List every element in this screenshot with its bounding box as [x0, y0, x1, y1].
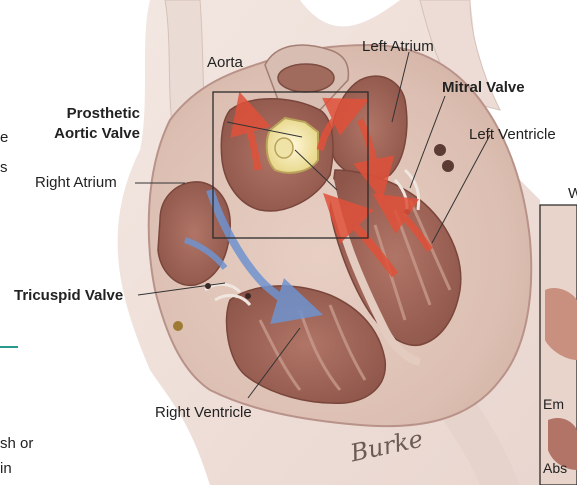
cropped-text-fragment: Em: [543, 397, 564, 411]
label-tricuspid-valve: Tricuspid Valve: [14, 288, 123, 303]
label-prosthetic-aortic-valve: Prosthetic Aortic Valve: [50, 104, 140, 144]
cropped-text-fragment: Abs: [543, 461, 567, 475]
label-left-atrium: Left Atrium: [362, 39, 434, 54]
label-mitral-valve: Mitral Valve: [442, 80, 525, 95]
label-right-atrium: Right Atrium: [35, 175, 117, 190]
label-aorta: Aorta: [207, 55, 243, 70]
label-right-ventricle: Right Ventricle: [155, 405, 252, 420]
cropped-text-fragment: W: [568, 186, 577, 201]
label-prosthetic-line2: Aortic Valve: [54, 125, 140, 142]
label-prosthetic-line1: Prosthetic: [67, 105, 140, 122]
label-left-ventricle: Left Ventricle: [469, 127, 556, 142]
